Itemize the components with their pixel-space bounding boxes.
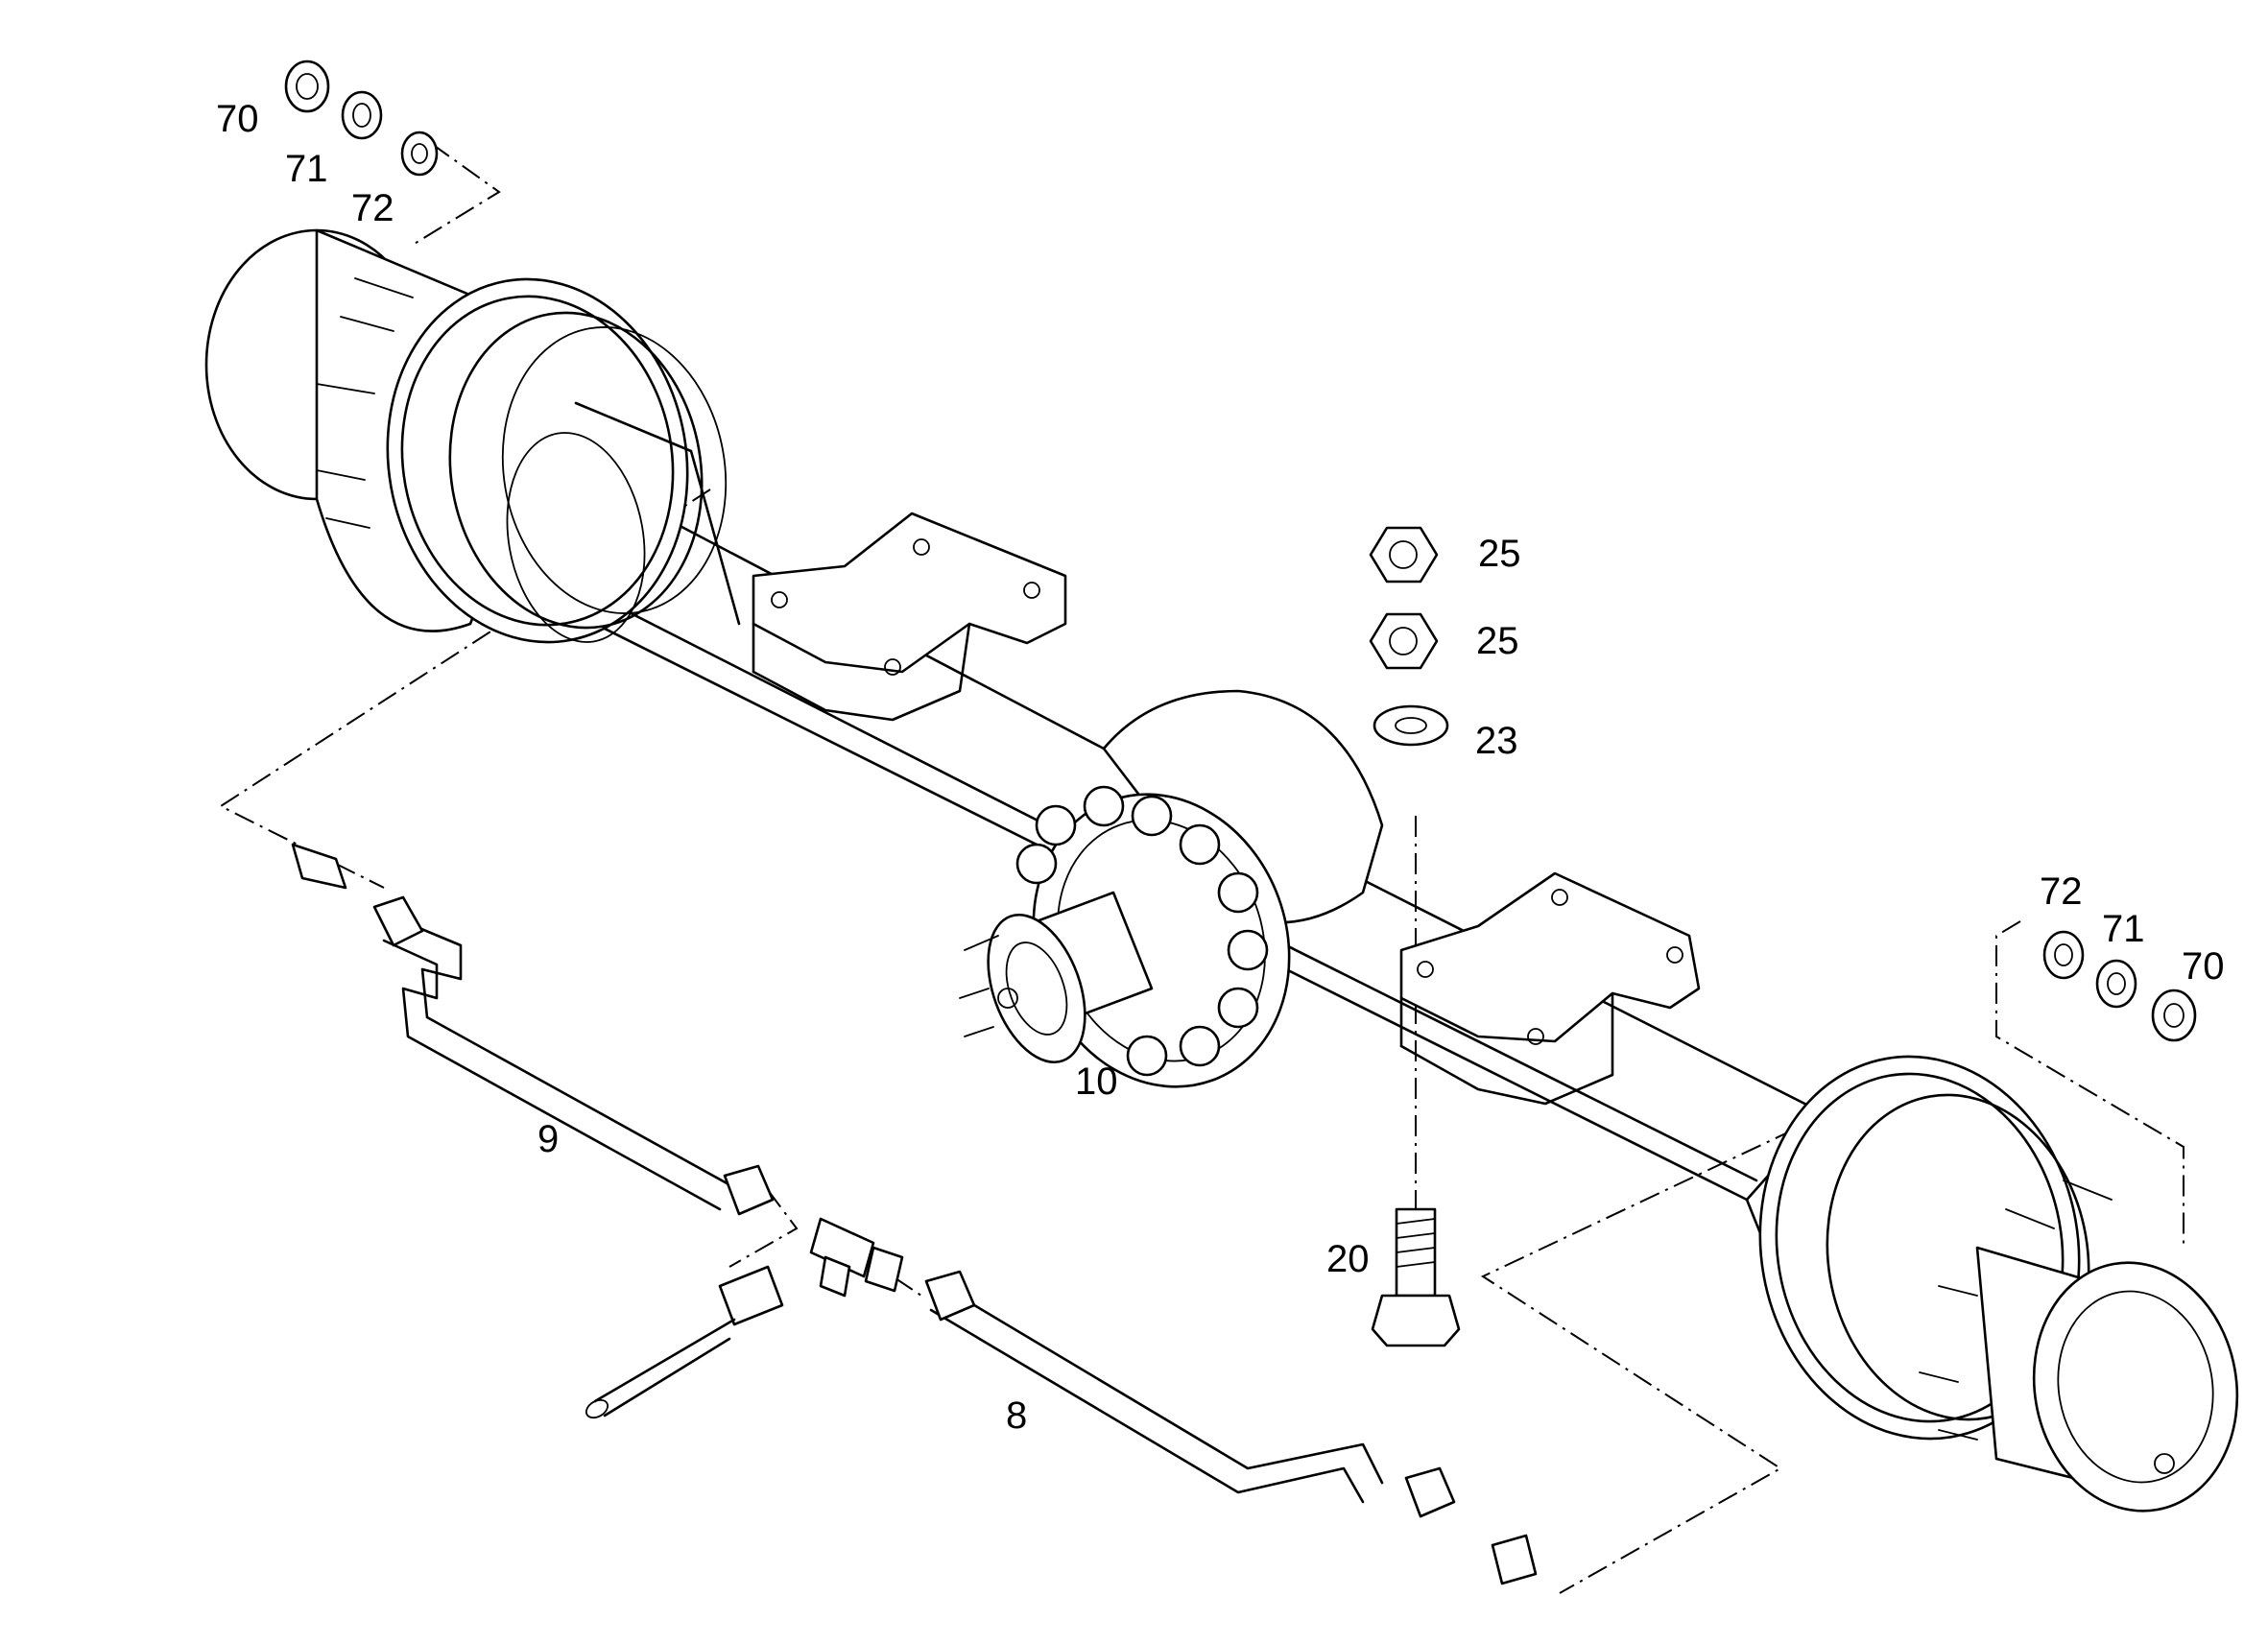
callout-25-b: 25 [1476, 620, 1519, 662]
callout-72-right: 72 [2040, 870, 2083, 913]
left-hub [204, 228, 741, 644]
supply-hose [585, 1265, 784, 1419]
tee-fitting [809, 1217, 904, 1298]
callout-23: 23 [1475, 720, 1518, 762]
callout-25-a: 25 [1478, 533, 1521, 575]
mounting-hardware [1369, 526, 1461, 1347]
callout-72-top: 72 [351, 187, 394, 229]
callout-8: 8 [1006, 1394, 1027, 1437]
callout-labels: 70 71 72 25 25 23 20 10 9 8 72 71 70 [216, 98, 2225, 1437]
callout-70-top: 70 [216, 98, 259, 140]
pinion-flange [959, 891, 1154, 1064]
right-side-hardware [2042, 930, 2197, 1042]
brake-pipe-8 [924, 1270, 1538, 1585]
right-hub [1745, 1055, 2239, 1513]
top-left-hardware [284, 60, 439, 177]
callout-20: 20 [1326, 1238, 1370, 1280]
callout-70-right: 70 [2182, 945, 2225, 988]
callout-9: 9 [537, 1118, 559, 1160]
flange-bolts [1015, 785, 1269, 1077]
callout-71-top: 71 [285, 148, 328, 190]
callout-71-right: 71 [2102, 908, 2145, 950]
callout-10: 10 [1075, 1060, 1118, 1103]
axle-beam [536, 449, 1826, 1202]
brake-pipe-9 [291, 843, 775, 1216]
